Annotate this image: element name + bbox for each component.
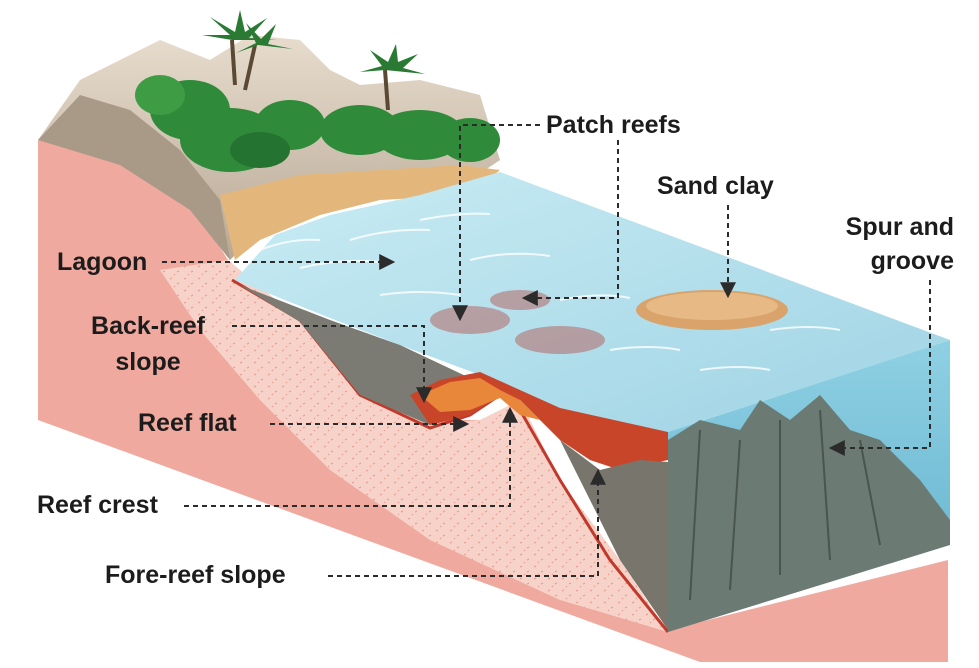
sediment-body <box>160 260 668 632</box>
palm-trees <box>230 39 390 111</box>
spur-ridges <box>689 409 881 601</box>
beach-sand <box>220 165 500 260</box>
label-reef-crest: Reef crest <box>37 491 158 519</box>
reef-crest-leader <box>184 406 518 507</box>
label-reef-flat: Reef flat <box>138 409 237 437</box>
water-surface <box>235 172 950 432</box>
reef-crest-highlight <box>420 378 540 420</box>
label-back-reef-1: Back-reef <box>91 312 205 340</box>
island-grey-rock <box>38 95 230 260</box>
leader-lines <box>162 124 931 577</box>
spur-groove-leader <box>828 280 931 456</box>
palm-fronds <box>202 10 425 74</box>
label-sand-clay: Sand clay <box>657 172 774 200</box>
label-fore-reef-slope: Fore-reef slope <box>105 561 286 589</box>
back-reef-leader <box>232 325 432 404</box>
patch-reefs-leader-b <box>521 140 619 306</box>
label-patch-reefs: Patch reefs <box>546 111 681 139</box>
fore-reef-rock <box>560 440 668 630</box>
label-spur-and-groove-2: groove <box>870 247 954 275</box>
sand-clay-top <box>646 292 778 320</box>
label-lagoon: Lagoon <box>57 248 148 276</box>
fore-reef-leader <box>328 468 606 577</box>
label-spur-and-groove-1: Spur and <box>845 213 954 241</box>
label-back-reef-2: slope <box>115 348 181 376</box>
patch-reefs-leader-a <box>452 124 540 322</box>
vegetation <box>135 75 500 172</box>
back-reef-rock <box>240 285 470 425</box>
